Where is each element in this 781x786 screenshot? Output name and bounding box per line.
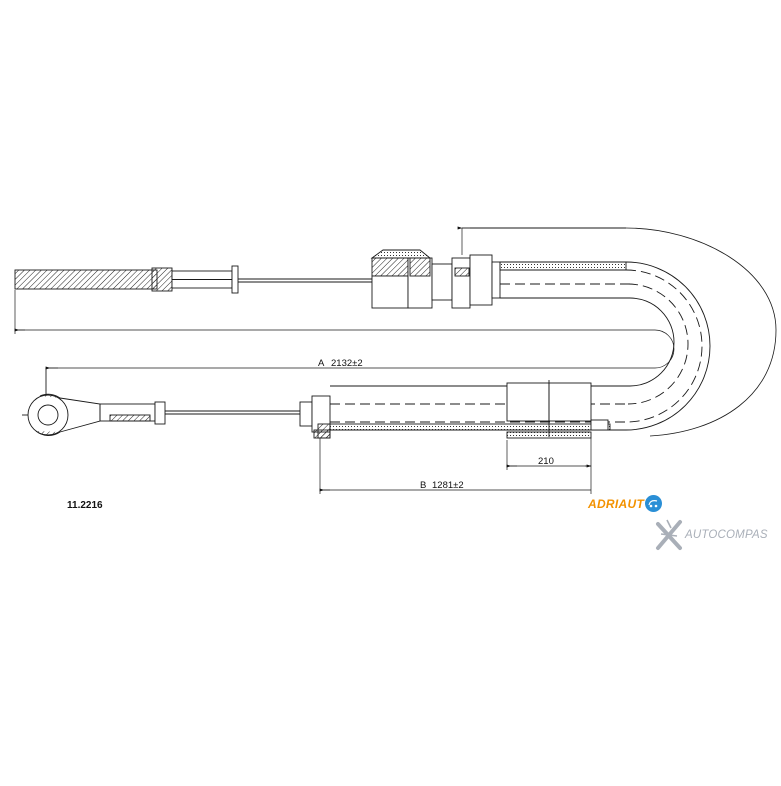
upper-conduit <box>499 261 630 299</box>
top-adjuster <box>370 249 501 309</box>
dim-a-label: A <box>318 358 325 369</box>
watermark: AUTOCOMPAS <box>655 518 768 552</box>
dim-c-value: 210 <box>538 456 554 467</box>
bottom-ferrule <box>299 395 331 439</box>
watermark-text: AUTOCOMPAS <box>685 529 768 541</box>
part-number: 11.2216 <box>67 500 103 511</box>
u-bend <box>625 261 711 431</box>
watermark-x-icon <box>656 519 682 550</box>
brand-name: ADRIAUT <box>588 496 645 511</box>
brand-badge-icon <box>645 495 663 512</box>
dim-b-value: 1281±2 <box>432 480 464 491</box>
dim-a-value: 2132±2 <box>331 358 363 369</box>
threaded-end-left <box>14 265 239 294</box>
bottom-sleeves <box>506 380 609 439</box>
brand-logo: ADRIAUT <box>588 495 663 512</box>
dim-b-label: B <box>420 480 426 491</box>
eye-end <box>22 368 166 436</box>
